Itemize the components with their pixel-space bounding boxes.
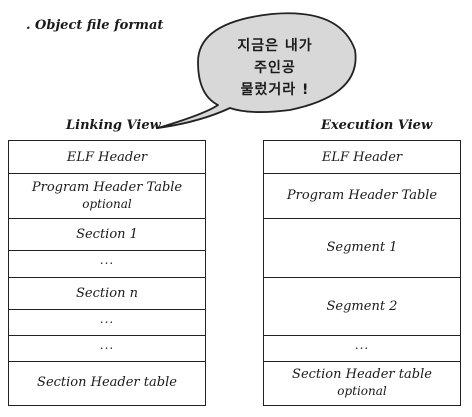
speech-bubble-line: 주인공 — [254, 60, 296, 76]
execution-view-label: Execution View — [321, 118, 433, 133]
table-row-segment-2: Segment 2 — [264, 277, 460, 336]
row-label: Program Header Table — [31, 179, 183, 195]
table-row-ellipsis: ... — [9, 250, 205, 278]
table-row-section-header-table: Section Header table — [9, 361, 205, 404]
row-label: Program Header Table — [286, 188, 438, 203]
row-sublabel: optional — [337, 383, 387, 398]
row-sublabel: optional — [82, 196, 132, 211]
ellipsis-text: ... — [99, 337, 115, 352]
row-label: Section Header table — [292, 366, 432, 382]
row-label: ELF Header — [66, 149, 148, 165]
ellipsis-text: ... — [99, 311, 115, 326]
table-row-section-header-table: Section Header table optional — [264, 361, 460, 404]
table-row-ellipsis: ... — [264, 335, 460, 362]
row-label: Segment 2 — [326, 298, 398, 314]
row-label: Section Header table — [37, 375, 177, 390]
speech-bubble-line: 물렀거라 ! — [240, 82, 310, 98]
row-label: Section 1 — [76, 226, 138, 242]
table-row-section-n: Section n — [9, 277, 205, 310]
table-row-elf-header: ELF Header — [9, 141, 205, 174]
table-row-program-header-table: Program Header Table — [264, 173, 460, 219]
table-row-program-header-table: Program Header Table optional — [9, 173, 205, 219]
table-row-ellipsis: ... — [9, 309, 205, 336]
table-row-segment-1: Segment 1 — [264, 218, 460, 278]
row-label: Segment 1 — [326, 240, 398, 255]
execution-view-table: ELF Header Program Header Table Segment … — [263, 140, 461, 406]
linking-view-label: Linking View — [66, 118, 161, 133]
linking-view-table: ELF Header Program Header Table optional… — [8, 140, 206, 406]
table-row-elf-header: ELF Header — [264, 141, 460, 174]
diagram-title: . Object file format — [26, 18, 164, 33]
ellipsis-text: ... — [354, 337, 370, 352]
table-row-ellipsis: ... — [9, 335, 205, 362]
speech-bubble-line: 지금은 내가 — [237, 38, 313, 54]
ellipsis-text: ... — [99, 253, 115, 267]
row-label: Section n — [76, 285, 138, 301]
table-row-section-1: Section 1 — [9, 218, 205, 251]
row-label: ELF Header — [321, 149, 403, 165]
